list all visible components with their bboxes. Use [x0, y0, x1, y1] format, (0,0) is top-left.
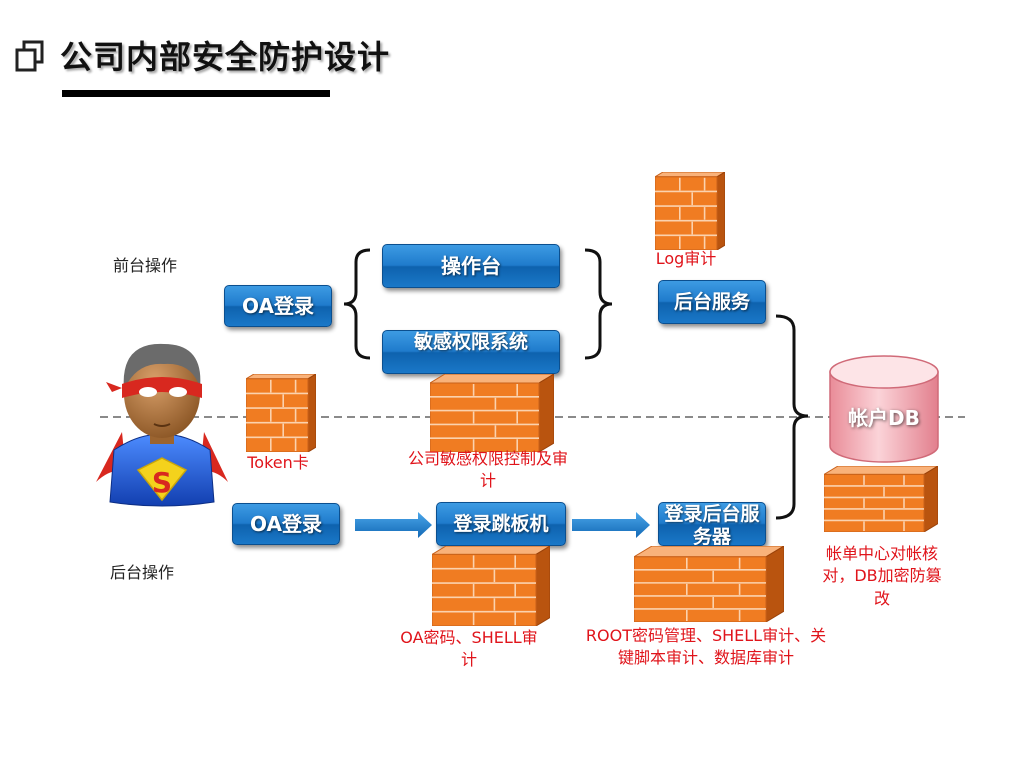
firewall-icon-log: [655, 172, 725, 250]
sensitive-permission-system-box: 敏感权限系统: [382, 330, 560, 374]
console-box: 操作台: [382, 244, 560, 288]
page-title: 公司内部安全防护设计: [60, 38, 391, 76]
billing-reconciliation-annotation: 帐单中心对帐核对，DB加密防篡改: [822, 544, 942, 608]
oa-login-box-top: OA登录: [224, 285, 332, 327]
login-backend-server-box: 登录后台服务器: [658, 502, 766, 546]
firewall-icon-root: [634, 546, 784, 622]
firewall-icon-token: [246, 374, 316, 452]
root-management-annotation: ROOT密码管理、SHELL审计、关键脚本审计、数据库审计: [585, 626, 827, 668]
front-operation-label: 前台操作: [113, 256, 178, 275]
title-underline: [62, 90, 330, 97]
log-audit-annotation: Log审计: [655, 249, 717, 268]
backend-service-box: 后台服务: [658, 280, 766, 324]
account-db-cylinder: [829, 355, 939, 463]
oa-login-box-bottom: OA登录: [232, 503, 340, 545]
superhero-user-icon: S: [96, 343, 228, 507]
firewall-icon-billing: [824, 466, 938, 532]
firewall-icon-sensitive: [430, 374, 554, 452]
oa-shell-audit-annotation: OA密码、SHELL审计: [400, 628, 538, 670]
back-operation-label: 后台操作: [110, 563, 175, 582]
svg-text:S: S: [152, 466, 172, 499]
copy-icon: [15, 40, 44, 72]
account-db-label: 帐户DB: [848, 406, 920, 430]
sensitive-control-annotation: 公司敏感权限控制及审计: [407, 449, 568, 491]
token-card-annotation: Token卡: [247, 453, 309, 472]
firewall-icon-jump: [432, 546, 550, 626]
jump-host-box: 登录跳板机: [436, 502, 566, 546]
